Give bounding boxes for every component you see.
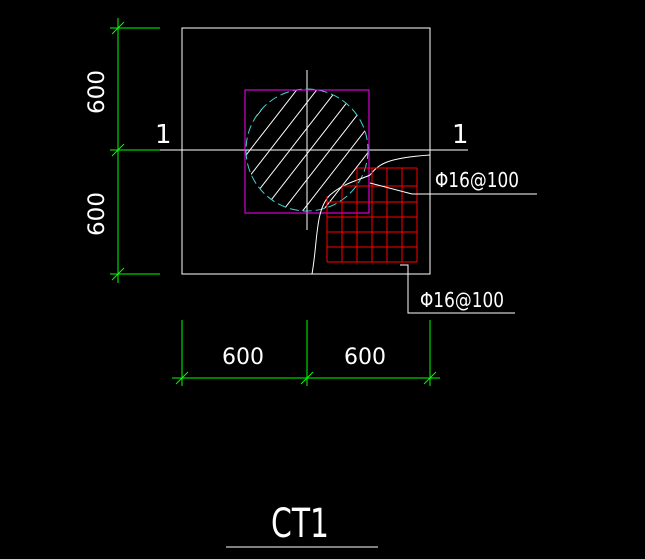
pile-cap-outline: [181, 27, 431, 275]
drawing-title: CT1: [271, 501, 329, 547]
rebar-label-lower: Φ16@100: [420, 288, 504, 312]
vertical-dimension: [110, 18, 160, 283]
dim-horizontal-right: 600: [344, 345, 386, 370]
section-mark-left: 1: [155, 120, 172, 150]
rebar-label-upper: Φ16@100: [435, 168, 519, 192]
dim-horizontal-left: 600: [222, 345, 264, 370]
pile-circle: [245, 88, 369, 212]
rebar-break-line: [311, 154, 431, 275]
rebar-leaders: [369, 182, 537, 314]
section-mark-right: 1: [452, 120, 469, 150]
horizontal-dimension: [172, 320, 440, 386]
column-outline: [244, 89, 370, 214]
dim-vertical-top: 600: [85, 70, 110, 114]
dim-vertical-bottom: 600: [85, 192, 110, 236]
rebar-grid: [326, 167, 418, 263]
